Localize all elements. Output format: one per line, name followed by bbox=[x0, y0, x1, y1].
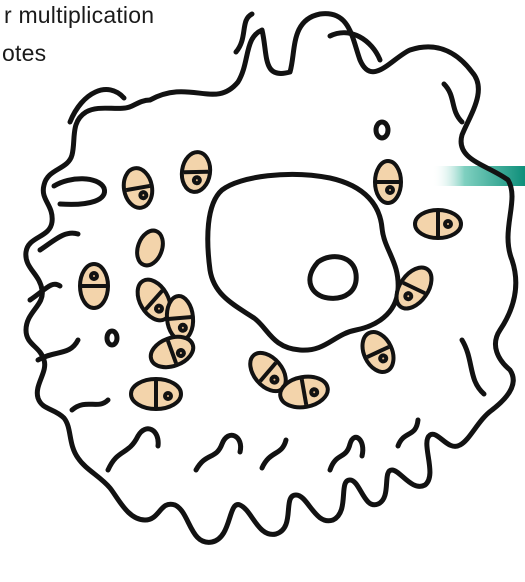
amastigote bbox=[131, 379, 181, 409]
amastigote bbox=[415, 210, 461, 238]
vacuole bbox=[208, 174, 398, 350]
membrane-ruffle bbox=[30, 284, 60, 300]
amastigote bbox=[133, 227, 168, 269]
lower-finger bbox=[330, 437, 363, 470]
membrane-ruffle bbox=[444, 84, 462, 122]
amastigote bbox=[356, 327, 399, 377]
small-vesicle bbox=[107, 331, 117, 345]
lower-finger bbox=[398, 420, 418, 446]
amastigote bbox=[80, 264, 108, 308]
amastigote bbox=[375, 161, 401, 203]
lower-finger bbox=[262, 440, 286, 468]
membrane-ruffle bbox=[72, 400, 108, 410]
small-vesicle bbox=[376, 122, 388, 138]
amastigote bbox=[121, 166, 156, 210]
lower-finger bbox=[108, 429, 158, 470]
membrane-ruffle bbox=[462, 340, 484, 394]
amastigote bbox=[179, 150, 212, 194]
membrane-fold bbox=[54, 179, 105, 205]
lower-finger bbox=[196, 435, 241, 470]
nucleus bbox=[310, 257, 356, 299]
amastigote bbox=[165, 295, 195, 341]
membrane-ruffle bbox=[38, 340, 78, 360]
